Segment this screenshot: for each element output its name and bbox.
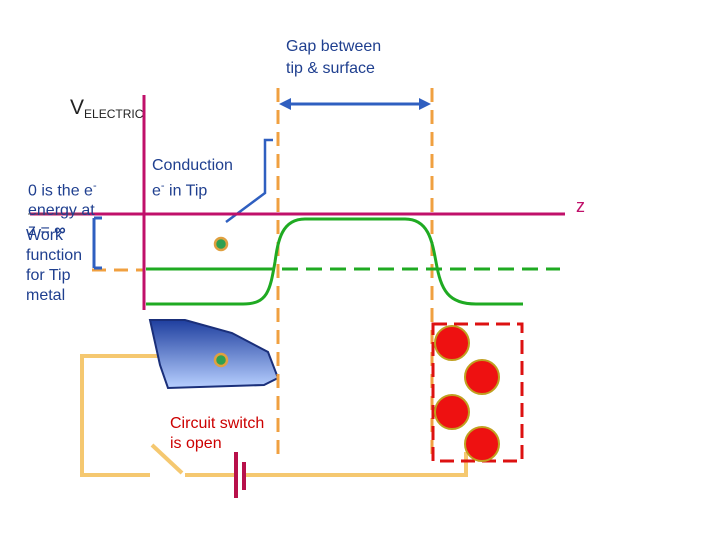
surface-atom xyxy=(464,359,500,395)
surface-atom xyxy=(434,394,470,430)
gap-label: Gap between tip & surface xyxy=(286,38,382,77)
stm-tip xyxy=(148,319,280,390)
zero-text-b: energy at z = xyxy=(28,202,95,240)
conduction-label: Conduction e- in Tip xyxy=(152,136,233,201)
gap-arrow xyxy=(279,98,431,110)
surface-atoms-box xyxy=(431,322,524,463)
battery-icon xyxy=(234,452,246,498)
v-symbol: V xyxy=(70,96,85,119)
axes xyxy=(30,95,565,310)
tip-electron-dot xyxy=(213,352,229,368)
zero-text-a: 0 is the e xyxy=(28,182,93,200)
zero-energy-label: 0 is the e- energy at z = ∞ xyxy=(28,156,97,241)
surface-atom xyxy=(434,325,470,361)
dashed-guide-lines xyxy=(92,88,434,455)
circuit-switch-label: Circuit switch is open xyxy=(170,415,265,452)
potential-curve xyxy=(146,217,560,306)
v-electric-label: VELECTRIC xyxy=(70,72,143,126)
conduction-electron-dot xyxy=(213,236,229,252)
v-subscript: ELECTRIC xyxy=(84,107,144,121)
infinity-symbol: ∞ xyxy=(54,222,66,240)
conduction-text-a: Conduction e xyxy=(152,157,233,200)
work-function-label: Work function for Tip metal xyxy=(26,227,83,304)
z-axis-label: z xyxy=(576,196,585,216)
work-function-bracket xyxy=(92,216,102,270)
conduction-text-b: in Tip xyxy=(164,182,208,200)
surface-atom xyxy=(464,426,500,462)
zero-electron-sup: - xyxy=(92,180,97,192)
conduction-pointer-line xyxy=(225,138,273,224)
surface-atoms xyxy=(434,325,500,462)
conduction-electron-sup: - xyxy=(160,180,165,192)
